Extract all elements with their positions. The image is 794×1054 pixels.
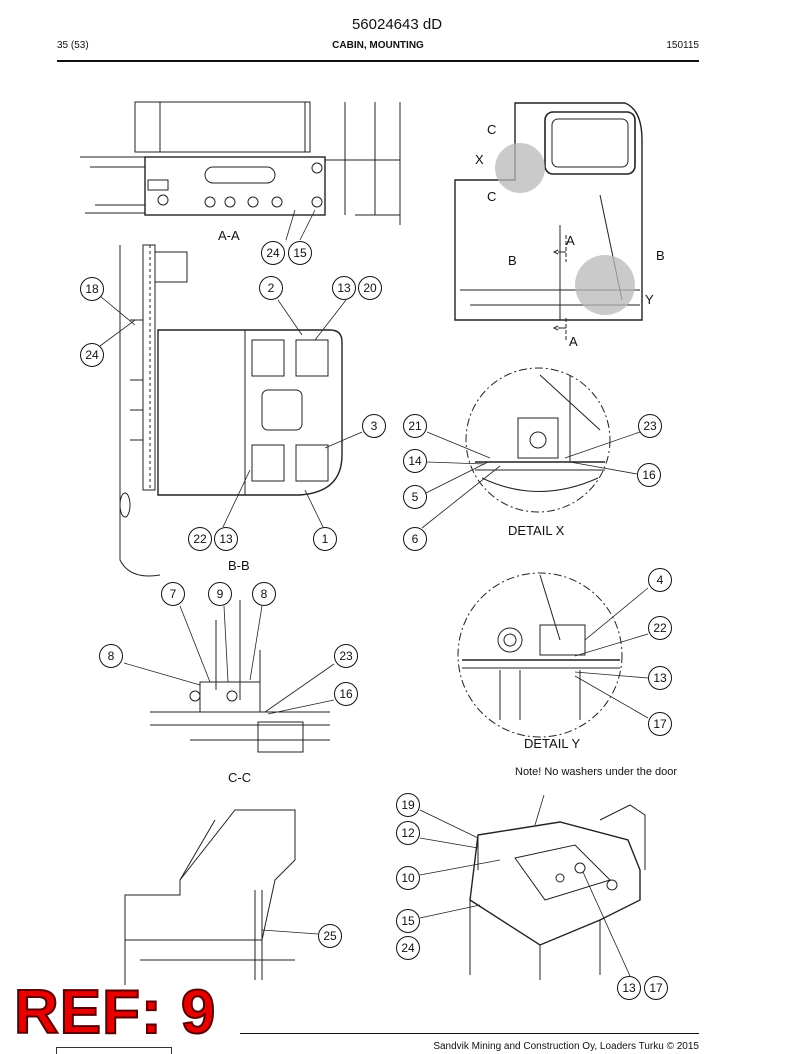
callout-bubble: 23 <box>334 644 358 668</box>
view-label-detail-x: DETAIL X <box>508 523 565 538</box>
frame-mounting-drawing <box>469 804 646 980</box>
footer-copyright: Sandvik Mining and Construction Oy, Load… <box>433 1041 699 1052</box>
section-bb-drawing <box>119 244 343 577</box>
callout-bubble: 13 <box>332 276 356 300</box>
callout-bubble: 22 <box>648 616 672 640</box>
callout-bubble: 22 <box>188 527 212 551</box>
section-marker-b-right: B <box>656 248 665 263</box>
revision-date: 150115 <box>666 40 699 51</box>
ref-stamp: REF: 9 <box>13 978 217 1047</box>
page-number: 35 (53) <box>57 40 89 51</box>
callout-bubble: 15 <box>288 241 312 265</box>
washer-note: Note! No washers under the door <box>515 766 678 778</box>
cabin-corner-drawing <box>124 809 296 985</box>
section-aa-drawing <box>80 101 401 225</box>
footer-rule <box>240 1033 699 1034</box>
section-marker-a-top: A <box>566 233 575 248</box>
detail-marker-y: Y <box>645 292 654 307</box>
callout-bubble: 16 <box>637 463 661 487</box>
callout-bubble: 9 <box>208 582 232 606</box>
section-marker-c-bottom: C <box>487 189 497 204</box>
callout-bubble: 1 <box>313 527 337 551</box>
detail-marker-x: X <box>475 152 484 167</box>
callout-bubble: 24 <box>261 241 285 265</box>
document-number: 56024643 dD <box>351 16 443 33</box>
callout-bubble: 24 <box>80 343 104 367</box>
header-rule <box>57 60 699 62</box>
callout-bubble: 17 <box>648 712 672 736</box>
callout-bubble: 6 <box>403 527 427 551</box>
callout-bubble: 20 <box>358 276 382 300</box>
callout-bubble: 13 <box>648 666 672 690</box>
view-label-detail-y: DETAIL Y <box>524 736 581 751</box>
callout-bubble: 23 <box>638 414 662 438</box>
sandvik-logo <box>56 1047 172 1054</box>
callout-bubble: 14 <box>403 449 427 473</box>
cabin-side-view <box>454 102 643 340</box>
view-label-cc: C-C <box>228 770 252 785</box>
section-title: CABIN, MOUNTING <box>332 40 424 51</box>
callout-bubble: 2 <box>259 276 283 300</box>
callout-bubble: 16 <box>334 682 358 706</box>
section-marker-a-bottom: A <box>569 334 578 349</box>
section-cc-drawing <box>150 600 330 753</box>
callout-bubble: 3 <box>362 414 386 438</box>
leader-lines <box>99 209 649 977</box>
callout-bubble: 13 <box>214 527 238 551</box>
callout-bubble: 25 <box>318 924 342 948</box>
callout-bubble: 13 <box>617 976 641 1000</box>
callout-bubble: 8 <box>252 582 276 606</box>
callout-bubble: 21 <box>403 414 427 438</box>
callout-bubble: 8 <box>99 644 123 668</box>
detail-y-drawing <box>457 572 623 738</box>
callout-bubble: 10 <box>396 866 420 890</box>
callout-bubble: 4 <box>648 568 672 592</box>
callout-bubble: 17 <box>644 976 668 1000</box>
view-label-aa: A-A <box>218 228 240 243</box>
callout-bubble: 5 <box>403 485 427 509</box>
callout-bubble: 7 <box>161 582 185 606</box>
view-label-bb: B-B <box>228 558 250 573</box>
callout-bubble: 12 <box>396 821 420 845</box>
callout-bubble: 19 <box>396 793 420 817</box>
section-marker-b-left: B <box>508 253 517 268</box>
detail-x-drawing <box>465 367 611 513</box>
callout-bubble: 24 <box>396 936 420 960</box>
callout-bubble: 15 <box>396 909 420 933</box>
callout-bubble: 18 <box>80 277 104 301</box>
section-marker-c-top: C <box>487 122 497 137</box>
